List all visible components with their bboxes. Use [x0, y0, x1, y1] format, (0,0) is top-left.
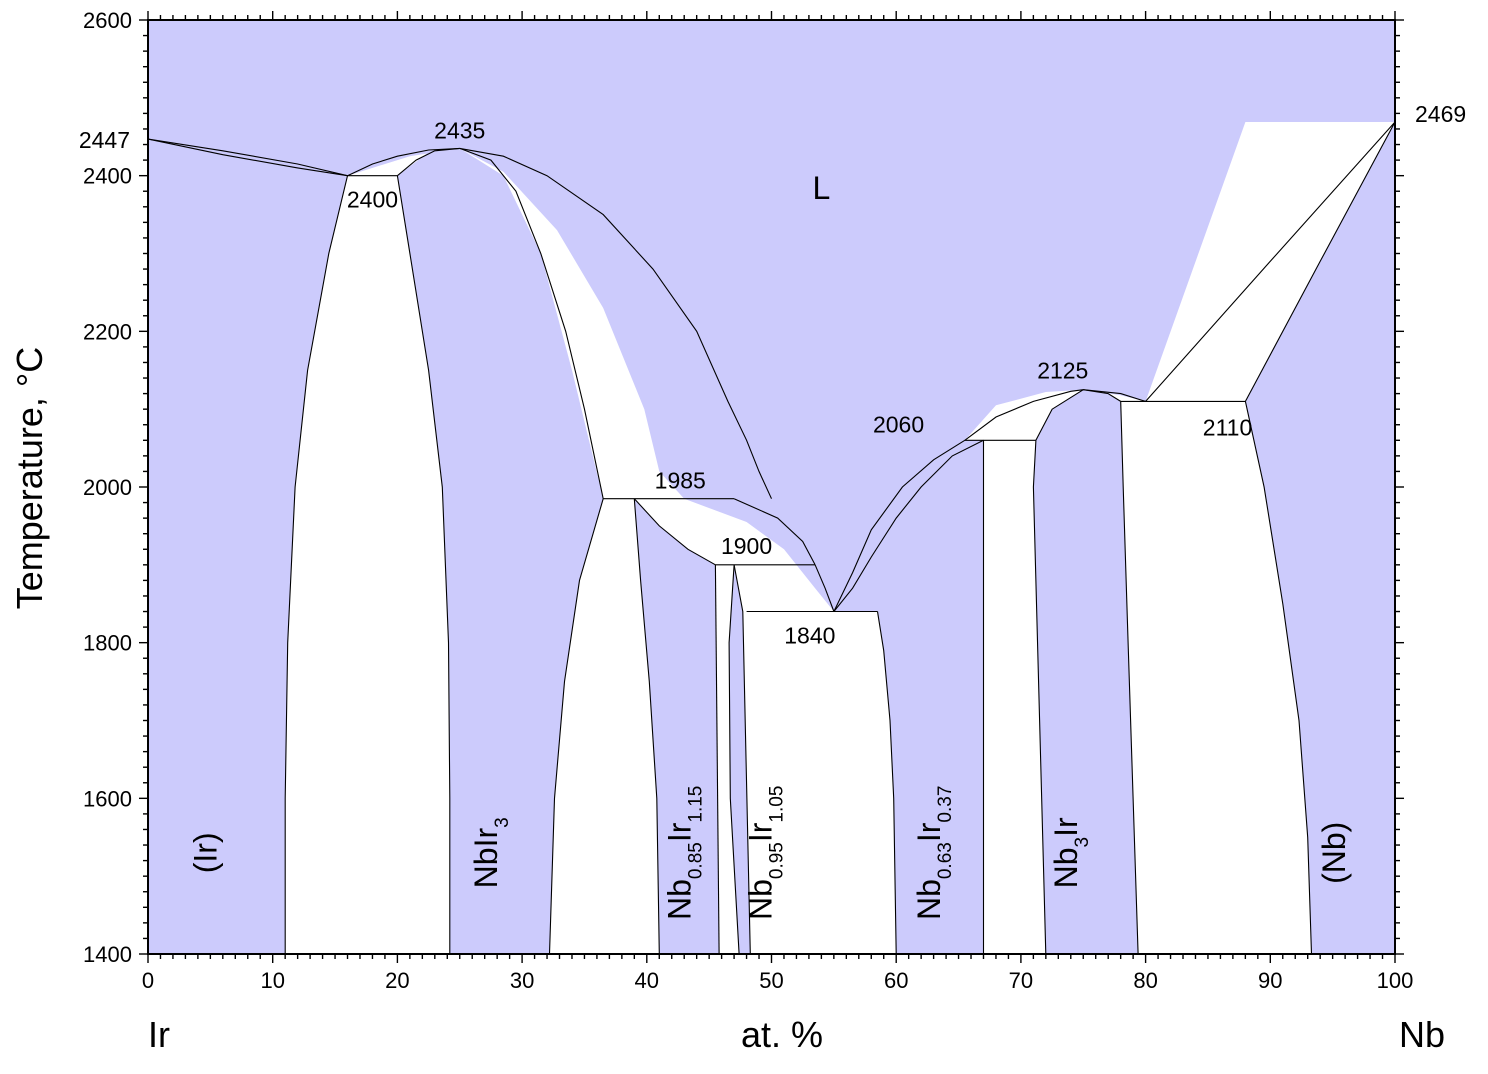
x-tick-label: 10 [260, 968, 284, 993]
left-component-label: Ir [148, 1014, 170, 1055]
y-tick-label: 1600 [83, 786, 132, 811]
phase-boundary-line [728, 564, 740, 954]
region-nb0-85ir1-15 [634, 498, 720, 954]
phase-boundary-line [459, 147, 773, 499]
y-tick-label: 2200 [83, 319, 132, 344]
x-tick-label: 70 [1009, 968, 1033, 993]
phase-boundary-line [396, 175, 451, 954]
y-axis-title: Temperature, °C [9, 347, 50, 610]
phase-boundary-line [633, 498, 660, 954]
x-tick-label: 60 [884, 968, 908, 993]
phase-label-liquid: L [812, 170, 830, 206]
x-tick-label: 80 [1133, 968, 1157, 993]
phase-boundary-line [833, 439, 966, 612]
temperature-label: 1985 [655, 468, 706, 494]
phase-boundary-line [397, 147, 460, 177]
phase-boundary-line [814, 564, 835, 612]
phase-boundary-line [459, 147, 604, 499]
x-axis-title: at. % [741, 1014, 823, 1055]
phase-labels: L (Ir) NbIr3 Nb0.85Ir1.15 Nb0.95Ir1.05 Nb0.63… [188, 170, 1353, 920]
temperature-label: 2400 [347, 187, 398, 213]
x-tick-label: 20 [385, 968, 409, 993]
phase-boundary-line [1145, 121, 1395, 402]
phase-regions [148, 20, 1395, 954]
phase-label: Nb0.85Ir1.15 [661, 786, 706, 920]
phase-boundary-line [1244, 401, 1313, 954]
y-tick-label: 2400 [83, 164, 132, 189]
phase-boundary-line [733, 498, 816, 566]
phase-boundary-line [284, 175, 349, 954]
axis-ticks: 0 10 20 30 40 50 60 70 80 90 100 1400 1600 1800 2000 22… [83, 8, 1413, 993]
phase-boundary-line [1083, 389, 1146, 402]
temperature-label: 2060 [873, 411, 924, 437]
phase-boundary-line [548, 498, 604, 954]
temperature-label: 1900 [721, 533, 772, 559]
x-tick-label: 40 [635, 968, 659, 993]
temperature-label: 2435 [434, 117, 485, 143]
x-tick-label: 50 [759, 968, 783, 993]
region--ir- [148, 139, 348, 954]
phase-label: (Nb) [1316, 822, 1352, 884]
x-tick-label: 30 [510, 968, 534, 993]
phase-boundary-line [148, 138, 348, 177]
phase-boundary-line [347, 147, 460, 177]
phase-boundary-line [833, 439, 984, 612]
x-tick-label: 0 [142, 968, 154, 993]
region-nb3ir [1033, 389, 1139, 954]
phase-boundary-line [964, 389, 1084, 441]
temperature-label: 1840 [784, 623, 835, 649]
y-tick-label: 1400 [83, 942, 132, 967]
region-nbir3 [397, 148, 604, 954]
y-tick-label: 2600 [83, 8, 132, 33]
phase-label: (Ir) [188, 832, 224, 873]
phase-boundary-line [1120, 401, 1139, 954]
temperature-label: 2469 [1415, 101, 1466, 127]
phase-label: Nb3Ir [1048, 817, 1093, 888]
phase-boundary-line [1244, 121, 1395, 402]
phase-label: NbIr3 [468, 817, 513, 888]
region--nb- [1245, 122, 1395, 954]
phase-label: Nb0.95Ir1.05 [743, 786, 788, 920]
phase-boundary-line [633, 498, 716, 566]
region-nb0-63ir0-37 [833, 440, 984, 954]
phase-boundaries [148, 121, 1395, 954]
region-nb0-95ir1-05 [729, 564, 751, 954]
phase-boundary-line [876, 611, 897, 954]
y-tick-label: 2000 [83, 475, 132, 500]
x-tick-label: 100 [1377, 968, 1414, 993]
temperature-label: 2447 [79, 127, 130, 153]
region-l [148, 20, 1395, 612]
temperature-label: 2125 [1037, 358, 1088, 384]
phase-label: Nb0.63Ir0.37 [911, 786, 956, 920]
phase-boundary-line [148, 138, 348, 177]
y-tick-label: 1800 [83, 631, 132, 656]
x-tick-label: 90 [1258, 968, 1282, 993]
right-component-label: Nb [1399, 1014, 1445, 1055]
value-labels: 2447 2400 2435 1985 1900 1840 2060 2125 2110 2469 [79, 101, 1466, 649]
temperature-label: 2110 [1203, 414, 1252, 440]
phase-boundary-line [733, 564, 751, 954]
phase-boundary-line [714, 564, 720, 954]
phase-boundary-line [1032, 440, 1047, 954]
